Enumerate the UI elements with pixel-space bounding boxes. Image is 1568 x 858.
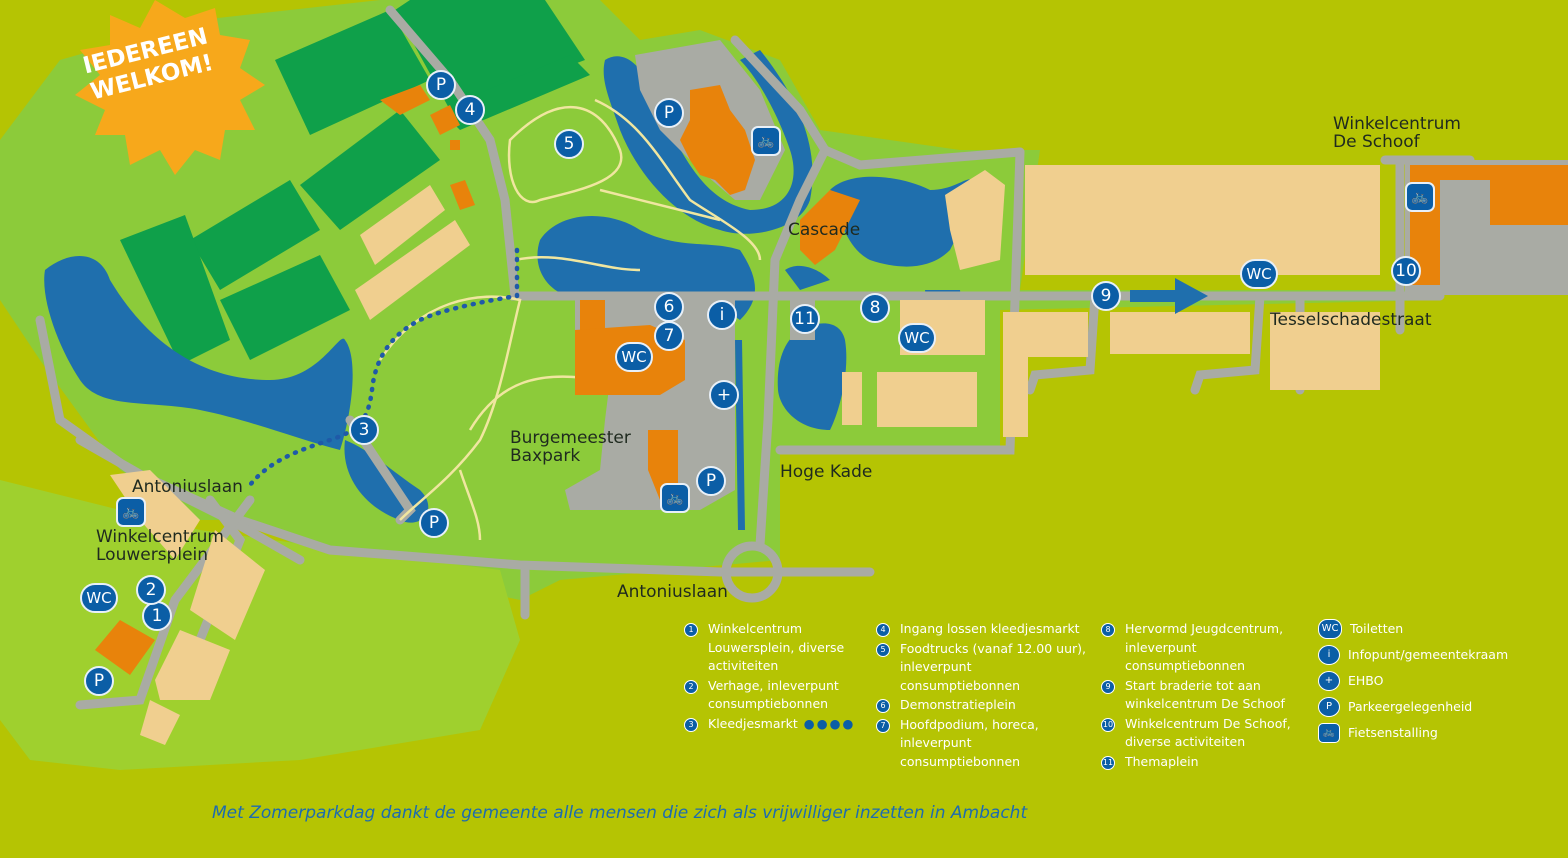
- legend-num: 10: [1101, 717, 1115, 732]
- kleedjesmarkt-dots: ●●●●: [803, 715, 856, 731]
- wc-marker-louwersplein[interactable]: WC: [80, 583, 118, 613]
- marker-10[interactable]: 10: [1391, 256, 1421, 286]
- legend-parkeren: P Parkeergelegenheid: [1318, 697, 1518, 717]
- legend-num: 4: [876, 623, 890, 637]
- park-paths: [378, 98, 762, 541]
- label-hoge-kade: Hoge Kade: [780, 462, 873, 482]
- legend-num: 8: [1101, 623, 1115, 637]
- legend-text: Infopunt/gemeentekraam: [1348, 646, 1509, 662]
- legend-text: Start braderie tot aan winkelcentrum De …: [1125, 677, 1285, 712]
- legend-num: 11: [1101, 755, 1115, 770]
- label-winkelcentrum-de-schoof: Winkelcentrum De Schoof: [1333, 114, 1461, 152]
- bike-parking-marker-schoof[interactable]: 🚲: [1405, 182, 1435, 212]
- marker-2[interactable]: 2: [136, 575, 166, 605]
- parking-marker-louwersplein[interactable]: P: [84, 666, 114, 696]
- parking-marker-4[interactable]: P: [426, 70, 456, 100]
- label-antoniuslaan-top: Antoniuslaan: [132, 477, 243, 497]
- legend-text: Ingang lossen kleedjesmarkt: [900, 621, 1080, 636]
- legend-item-4: 4 Ingang lossen kleedjesmarkt: [876, 620, 1091, 639]
- legend-column-2: 4 Ingang lossen kleedjesmarkt 5 Foodtrucks…: [876, 620, 1091, 772]
- legend-item-8: 8 Hervormd Jeugdcentrum, inleverpunt cons…: [1101, 620, 1306, 676]
- legend-text: Winkelcentrum Louwersplein, diverse acti…: [708, 621, 845, 673]
- label-winkelcentrum-louwersplein: Winkelcentrum Louwersplein: [96, 527, 224, 565]
- legend-text: Kleedjesmarkt: [708, 715, 798, 731]
- wc-icon: WC: [1318, 619, 1342, 639]
- legend-text: Hervormd Jeugdcentrum, inleverpunt consu…: [1125, 621, 1284, 673]
- parking-marker-pond[interactable]: P: [419, 508, 449, 538]
- parking-marker-cascade-north[interactable]: P: [654, 98, 684, 128]
- braderie-arrow: [1130, 278, 1208, 314]
- welcome-starburst: [75, 0, 265, 175]
- bike-parking-marker-louwersplein[interactable]: 🚲: [116, 497, 146, 527]
- info-marker[interactable]: i: [707, 300, 737, 330]
- legend-infopunt: i Infopunt/gemeentekraam: [1318, 645, 1518, 665]
- wc-marker-8[interactable]: WC: [898, 323, 936, 353]
- marker-4[interactable]: 4: [455, 95, 485, 125]
- legend-num: 3: [684, 717, 698, 732]
- legend-item-11: 11 Themaplein: [1101, 753, 1306, 772]
- bicycle-icon: 🚲: [1318, 723, 1340, 743]
- legend-column-symbols: WC Toiletten i Infopunt/gemeentekraam + EHB…: [1318, 619, 1518, 749]
- legend-text: Winkelcentrum De Schoof, diverse activit…: [1125, 715, 1291, 750]
- legend-text: Parkeergelegenheid: [1348, 698, 1473, 714]
- legend-item-2: 2 Verhage, inleverpunt consumptiebonnen: [684, 677, 869, 714]
- legend-item-3: 3 Kleedjesmarkt ●●●●: [684, 715, 869, 734]
- marker-7[interactable]: 7: [654, 321, 684, 351]
- orange-buildings: [95, 85, 1568, 675]
- legend-text: Toiletten: [1350, 620, 1404, 636]
- legend-item-10: 10 Winkelcentrum De Schoof, diverse activ…: [1101, 715, 1306, 752]
- marker-1[interactable]: 1: [142, 601, 172, 631]
- legend-num: 5: [876, 642, 890, 657]
- label-burgemeester-baxpark: Burgemeester Baxpark: [510, 428, 631, 466]
- legend-text: Hoofdpodium, horeca, inleverpunt consump…: [900, 716, 1039, 769]
- marker-3[interactable]: 3: [349, 415, 379, 445]
- bike-parking-marker-baxpark[interactable]: 🚲: [660, 483, 690, 513]
- legend-text: Themaplein: [1125, 753, 1199, 769]
- legend-num: 7: [876, 718, 890, 733]
- marker-6[interactable]: 6: [654, 292, 684, 322]
- legend-text: Demonstratieplein: [900, 697, 1016, 712]
- label-tesselschadestraat: Tesselschadestraat: [1270, 310, 1432, 330]
- marker-11[interactable]: 11: [790, 304, 820, 334]
- legend-item-6: 6 Demonstratieplein: [876, 696, 1091, 715]
- legend-item-5: 5 Foodtrucks (vanaf 12.00 uur), inleverpu…: [876, 640, 1091, 696]
- parking-marker-baxpark[interactable]: P: [696, 466, 726, 496]
- legend-text: EHBO: [1348, 672, 1384, 688]
- info-icon: i: [1318, 645, 1340, 665]
- marker-9[interactable]: 9: [1091, 281, 1121, 311]
- kleedjesmarkt-route: [247, 247, 520, 488]
- label-antoniuslaan-bottom: Antoniuslaan: [617, 582, 728, 602]
- legend-item-7: 7 Hoofdpodium, horeca, inleverpunt consum…: [876, 716, 1091, 772]
- label-cascade: Cascade: [788, 220, 861, 240]
- legend-num: 9: [1101, 679, 1115, 694]
- legend-column-1: 1 Winkelcentrum Louwersplein, diverse act…: [684, 620, 869, 734]
- bike-parking-marker-cascade[interactable]: 🚲: [751, 126, 781, 156]
- legend-fietsenstalling: 🚲 Fietsenstalling: [1318, 723, 1518, 743]
- legend-num: 6: [876, 699, 890, 713]
- legend-num: 1: [684, 623, 698, 637]
- ehbo-marker[interactable]: +: [709, 380, 739, 410]
- footer-thank-you: Met Zomerparkdag dankt de gemeente alle …: [212, 803, 1028, 823]
- legend-column-3: 8 Hervormd Jeugdcentrum, inleverpunt cons…: [1101, 620, 1306, 772]
- legend-text: Fietsenstalling: [1348, 724, 1438, 740]
- first-aid-icon: +: [1318, 671, 1340, 691]
- wc-marker-tesselschade[interactable]: WC: [1240, 259, 1278, 289]
- legend-item-1: 1 Winkelcentrum Louwersplein, diverse act…: [684, 620, 869, 676]
- marker-5[interactable]: 5: [554, 129, 584, 159]
- legend-text: Verhage, inleverpunt consumptiebonnen: [708, 677, 839, 712]
- legend-toiletten: WC Toiletten: [1318, 619, 1518, 639]
- legend-item-9: 9 Start braderie tot aan winkelcentrum De…: [1101, 677, 1306, 714]
- beige-buildings: [110, 165, 1380, 745]
- legend-text: Foodtrucks (vanaf 12.00 uur), inleverpun…: [900, 640, 1087, 693]
- wc-marker-7[interactable]: WC: [615, 342, 653, 372]
- legend-ehbo: + EHBO: [1318, 671, 1518, 691]
- roundabout: [721, 541, 783, 603]
- marker-8[interactable]: 8: [860, 293, 890, 323]
- legend-num: 2: [684, 679, 698, 694]
- parking-icon: P: [1318, 697, 1340, 717]
